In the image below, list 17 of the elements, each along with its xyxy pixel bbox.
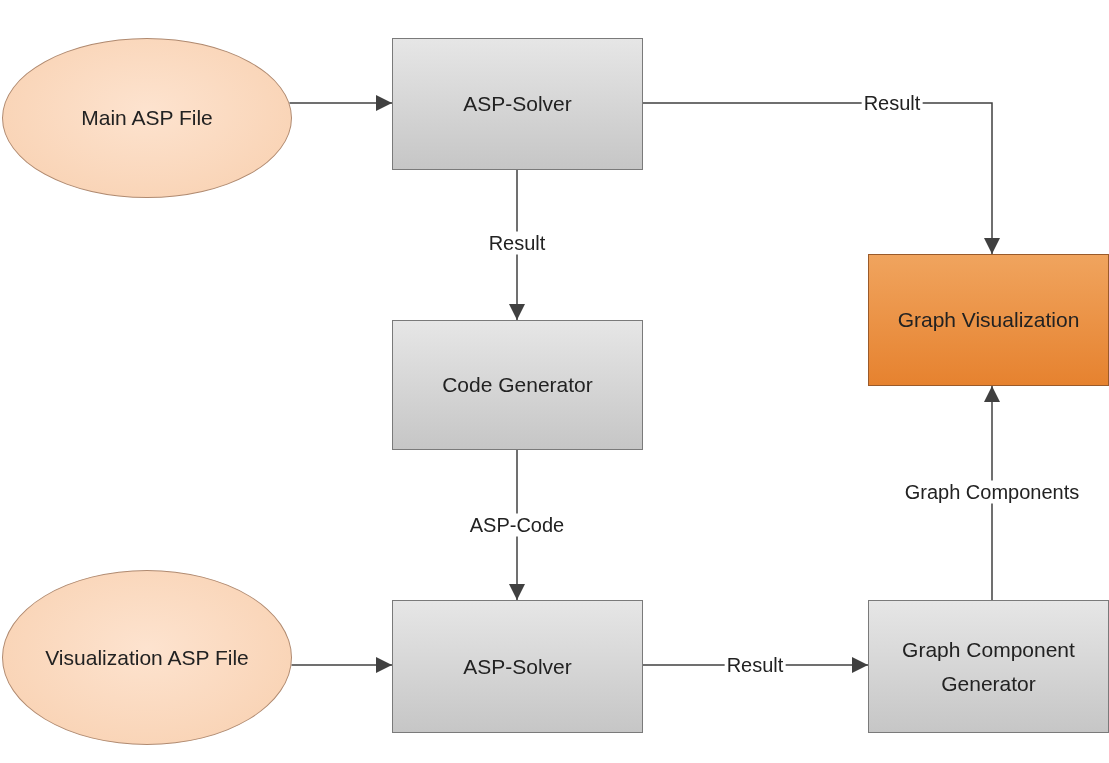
- arrow: [290, 657, 393, 673]
- node-label: Graph Visualization: [897, 307, 1080, 334]
- node-label: Code Generator: [442, 372, 593, 399]
- node-label: ASP-Solver: [463, 653, 572, 680]
- arrow: [984, 385, 1000, 601]
- process-box: [392, 38, 643, 170]
- process-box: [392, 320, 643, 450]
- process-box: [392, 600, 643, 733]
- edge-label: ASP-Code: [467, 513, 567, 537]
- arrow: [288, 95, 393, 111]
- node-label: Graph Component Generator: [901, 636, 1076, 697]
- node-label: ASP-Solver: [463, 91, 572, 118]
- node-label: Visualization ASP File: [45, 644, 249, 671]
- edge-label: Graph Components: [902, 480, 1082, 504]
- node-label: Main ASP File: [81, 105, 213, 132]
- output-box: [868, 254, 1109, 386]
- process-box: [868, 600, 1109, 733]
